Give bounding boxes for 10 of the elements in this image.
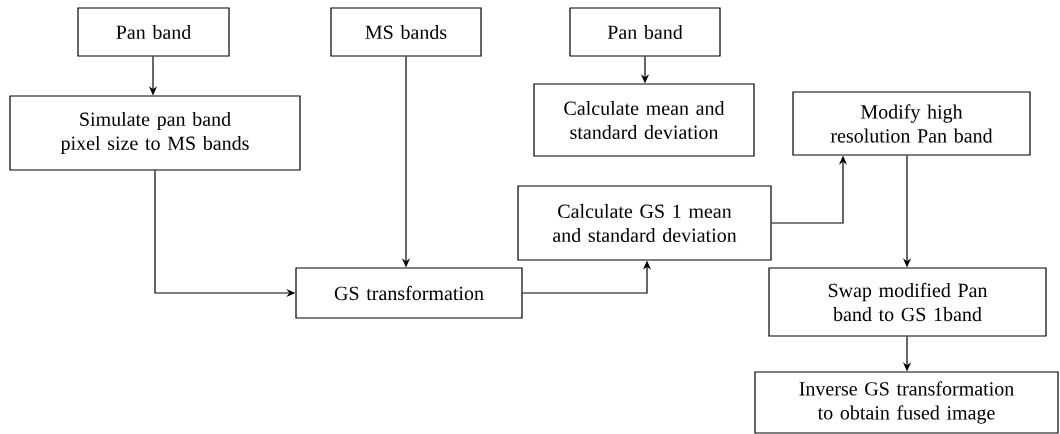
process-box: Calculate GS 1 mean and standard deviation [517, 185, 772, 261]
process-box: Modify high resolution Pan band [792, 91, 1031, 156]
process-box: Calculate mean and standard deviation [533, 83, 755, 157]
process-box: Simulate pan band pixel size to MS bands [9, 95, 301, 171]
process-box: Pan band [77, 7, 230, 57]
process-box: Swap modified Pan band to GS 1band [768, 267, 1047, 337]
process-box: Pan band [569, 7, 721, 57]
process-box: Inverse GS transformation to obtain fused image [754, 371, 1059, 434]
process-box: MS bands [330, 7, 482, 57]
process-box: GS transformation [295, 267, 523, 319]
